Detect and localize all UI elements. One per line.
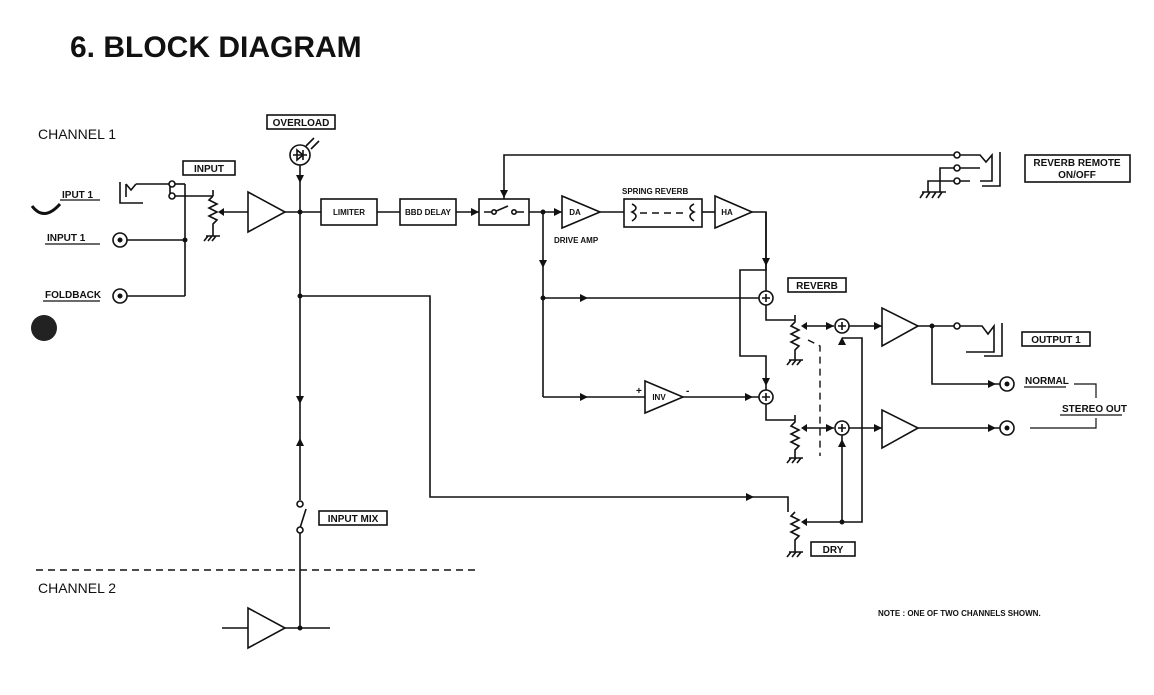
output-amp-1-icon [881, 306, 920, 348]
inverter-tag: INV [652, 393, 666, 402]
reverb-remote-label-line2: ON/OFF [1058, 170, 1096, 181]
channel2-amp-icon [247, 606, 287, 650]
inverter-minus: - [686, 386, 689, 397]
reverb-pot-1-icon [789, 315, 801, 360]
input-amp-icon [247, 190, 287, 234]
output1-jack-icon [960, 323, 995, 353]
input-mix-label-box [318, 510, 388, 526]
spring-reverb-block [623, 198, 703, 228]
stereo-link-dashed [807, 339, 821, 456]
input-label: INPUT [194, 164, 224, 175]
output-amp-2-icon [881, 408, 920, 450]
head-amp-icon [714, 194, 755, 230]
stereo-out-label: STEREO OUT [1062, 404, 1127, 415]
drive-amp-label: DRIVE AMP [554, 236, 599, 245]
dry-signal-wire [300, 295, 789, 512]
input-gain-pot-icon [207, 190, 219, 236]
overload-label-box [266, 114, 336, 130]
output1-label-box [1021, 331, 1091, 347]
scan-mark [30, 202, 62, 215]
dry-pot-icon [789, 511, 801, 552]
page-title: 6. BLOCK DIAGRAM [70, 31, 362, 64]
spring-reverb-icon [630, 203, 637, 222]
channel-2-label: CHANNEL 2 [38, 580, 116, 596]
inverter-plus: + [636, 386, 642, 397]
footnote: NOTE : ONE OF TWO CHANNELS SHOWN. [878, 609, 1041, 618]
reverb-remote-label-line1: REVERB REMOTE [1033, 158, 1121, 169]
reverb-remote-jack-icon [960, 152, 993, 182]
reverb-label-box [787, 277, 847, 293]
iput1-label: IPUT 1 [62, 190, 94, 201]
head-amp-tag: HA [721, 208, 733, 217]
foldback-label: FOLDBACK [45, 290, 102, 301]
limiter-label: LIMITER [333, 208, 365, 217]
iput1-jack-icon [119, 182, 143, 204]
input1-label: INPUT 1 [47, 233, 86, 244]
drive-amp-icon [561, 194, 603, 230]
input-label-box [182, 160, 236, 176]
reverb-remote-wire [503, 154, 955, 199]
overload-label: OVERLOAD [273, 118, 330, 129]
limiter-block [320, 198, 378, 226]
dry-label: DRY [823, 545, 844, 556]
reverb-label: REVERB [796, 281, 838, 292]
reverb-pot-2-icon [789, 415, 801, 458]
reverb-remote-label-box [1024, 154, 1131, 183]
dry-label-box [810, 541, 856, 557]
normal-label: NORMAL [1025, 376, 1069, 387]
output1-label: OUTPUT 1 [1031, 335, 1081, 346]
channel-1-label: CHANNEL 1 [38, 126, 116, 142]
drive-amp-tag: DA [569, 208, 581, 217]
bbd-delay-label: BBD DELAY [405, 208, 452, 217]
spring-reverb-label: SPRING REVERB [622, 187, 688, 196]
punch-hole [31, 315, 57, 341]
input-mix-switch-icon [299, 508, 307, 529]
input-mix-label: INPUT MIX [328, 514, 379, 525]
inverter-amp-icon [644, 379, 686, 415]
